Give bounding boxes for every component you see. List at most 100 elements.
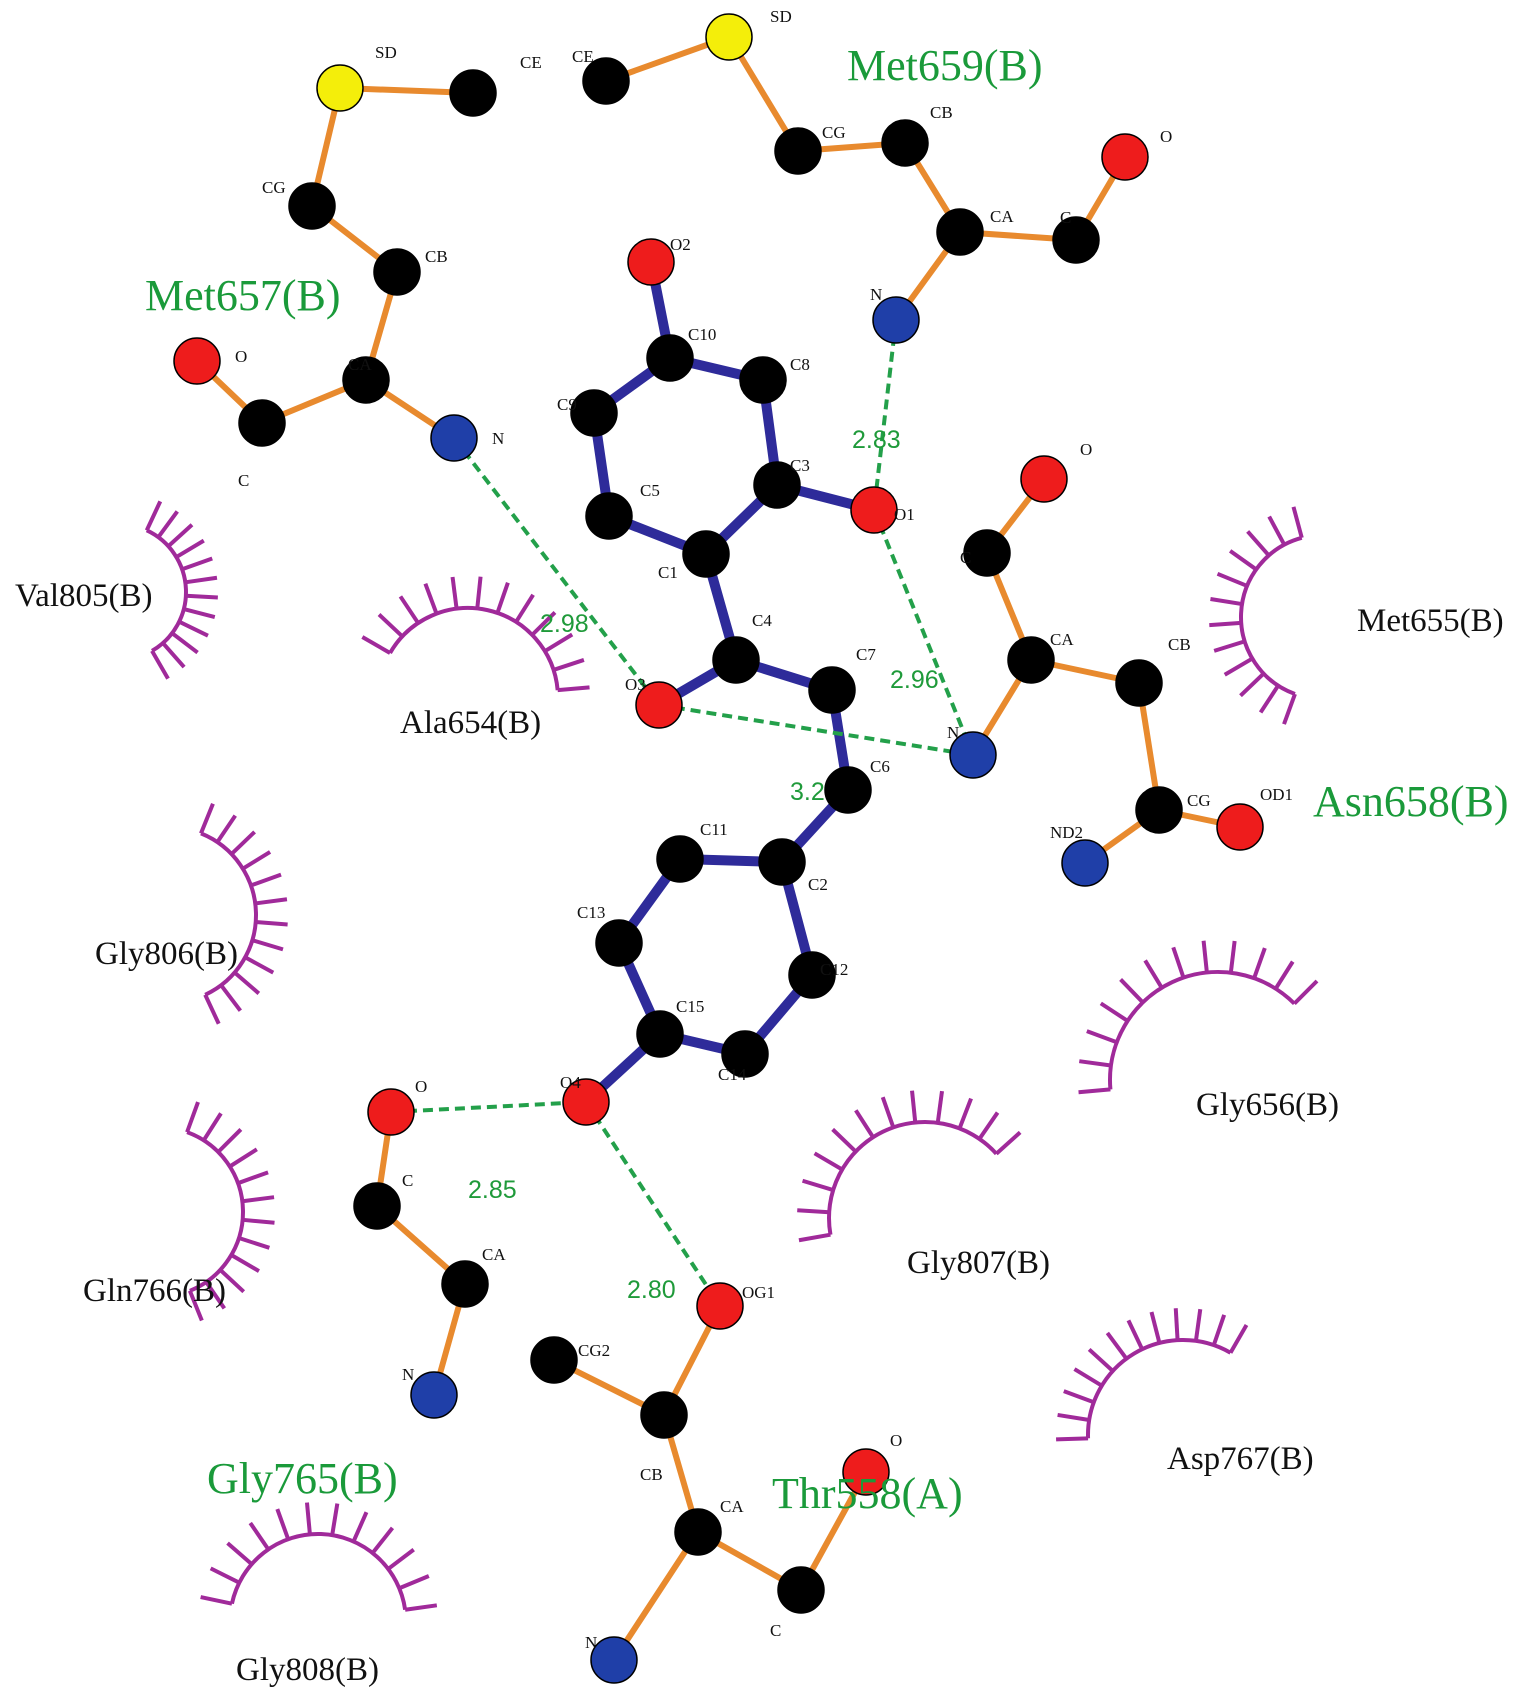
hydrophobic-contacts: Val805(B)Ala654(B)Met655(B)Gly806(B)Gly6… xyxy=(15,500,1504,1688)
hydrophobic-spoke xyxy=(450,576,459,609)
hydrophobic-spoke xyxy=(199,802,215,835)
oxygen-atom xyxy=(696,1282,744,1330)
hydrophobic-spoke xyxy=(530,610,557,637)
hydrophobic-spoke xyxy=(1258,684,1280,714)
hydrophobic-spoke xyxy=(831,1127,858,1153)
hydrophobic-spoke xyxy=(248,1521,270,1551)
hydrophobic-spoke xyxy=(204,1280,226,1310)
carbon-atom xyxy=(441,1260,489,1308)
hydrophobic-arc xyxy=(186,1130,245,1293)
hydrophobic-spoke xyxy=(241,850,272,871)
hydrophobic-spoke xyxy=(1211,1314,1227,1346)
hydrophobic-spoke xyxy=(230,830,256,856)
carbon-atom xyxy=(656,835,704,883)
atom-label-asn658: O xyxy=(1080,440,1092,459)
hydrophobic-spoke xyxy=(185,1101,200,1133)
atom-label-thr558: N xyxy=(585,1633,597,1652)
carbon-atom xyxy=(963,529,1011,577)
hydrophobic-contact-asp767b: Asp767(B) xyxy=(1056,1308,1314,1477)
hydrophobic-spoke xyxy=(1209,620,1242,628)
oxygen-atom xyxy=(627,238,675,286)
atom-label-ligand: C1 xyxy=(658,563,678,582)
residue-label-hydrophobic: Ala654(B) xyxy=(400,705,541,741)
atoms xyxy=(173,13,1264,1684)
atom-label-asn658: CB xyxy=(1168,635,1191,654)
atom-label-ligand: C10 xyxy=(688,325,716,344)
hydrophobic-spoke xyxy=(1201,940,1209,973)
carbon-atom xyxy=(636,1010,684,1058)
atom-label-ligand: O4 xyxy=(560,1073,581,1092)
carbon-atom xyxy=(712,636,760,684)
carbon-atom xyxy=(238,399,286,447)
atom-label-ligand: C11 xyxy=(700,820,728,839)
hbond-distance: 3.2 xyxy=(790,778,825,806)
carbon-atom xyxy=(582,57,630,105)
hydrophobic-contact-ala654b: Ala654(B) xyxy=(361,576,590,741)
hydrophobic-spoke xyxy=(1079,1059,1112,1068)
oxygen-atom xyxy=(367,1088,415,1136)
carbon-atom xyxy=(674,1508,722,1556)
atom-label-met659: CE xyxy=(572,47,594,66)
hbond-distance: 2.85 xyxy=(468,1176,517,1204)
hydrophobic-spoke xyxy=(203,993,221,1025)
hydrophobic-spoke xyxy=(170,631,199,655)
hydrogen-bonds: 2.982.832.963.22.852.80 xyxy=(390,319,975,1308)
atom-label-thr558: OG1 xyxy=(742,1283,775,1302)
oxygen-atom xyxy=(1020,455,1068,503)
hydrophobic-spoke xyxy=(361,635,392,655)
atom-label-thr558: CB xyxy=(640,1465,663,1484)
hydrophobic-spoke xyxy=(185,593,218,600)
hydrophobic-spoke xyxy=(495,582,510,614)
atom-label-met659: C xyxy=(1060,208,1071,227)
hydrophobic-spoke xyxy=(386,1548,415,1571)
atom-label-gly765: C xyxy=(402,1171,413,1190)
hydrophobic-spoke xyxy=(1126,1319,1144,1351)
oxygen-atom xyxy=(173,337,221,385)
hydrophobic-spoke xyxy=(242,1195,275,1204)
residue-label-met657b: Met657(B) xyxy=(145,271,341,320)
hydrophobic-spoke xyxy=(1173,1308,1180,1341)
carbon-atom xyxy=(373,248,421,296)
atom-label-met659: CB xyxy=(930,103,953,122)
hydrophobic-spoke xyxy=(1228,1324,1249,1354)
hydrophobic-spoke xyxy=(1056,1436,1089,1442)
hydrophobic-arc xyxy=(229,1532,408,1611)
carbon-atom xyxy=(936,208,984,256)
carbon-atom xyxy=(530,1336,578,1384)
atom-label-ligand: C2 xyxy=(808,875,828,894)
oxygen-atom xyxy=(842,1448,890,1496)
hydrophobic-spoke xyxy=(552,658,585,672)
hydrophobic-spoke xyxy=(1105,1331,1129,1360)
oxygen-atom xyxy=(1216,803,1264,851)
hydrophobic-spoke xyxy=(275,1508,291,1540)
hydrophobic-spoke xyxy=(250,872,282,888)
hydrophobic-spoke xyxy=(175,538,205,559)
residue-label-gly765b: Gly765(B) xyxy=(207,1454,398,1503)
carbon-atom xyxy=(570,389,618,437)
hbond-distance: 2.96 xyxy=(890,666,939,694)
hydrophobic-spoke xyxy=(813,1151,844,1172)
hydrophobic-spoke xyxy=(183,607,216,620)
hydrophobic-spoke xyxy=(377,613,404,638)
hydrophobic-spoke xyxy=(150,649,170,680)
residue-label-hydrophobic: Val805(B) xyxy=(15,578,152,614)
hydrophobic-spoke xyxy=(237,1170,269,1186)
hydrophobic-spoke xyxy=(1073,1367,1103,1388)
hydrophobic-spoke xyxy=(215,814,237,844)
hydrophobic-spoke xyxy=(156,510,179,539)
carbon-atom xyxy=(342,356,390,404)
atom-label-gly765: CA xyxy=(482,1245,506,1264)
hydrophobic-spoke xyxy=(801,1178,834,1192)
atom-label-gly765: O xyxy=(415,1077,427,1096)
atom-label-met657: CE xyxy=(520,53,542,72)
hydrophobic-contact-gly806b: Gly806(B) xyxy=(95,802,288,1025)
hbond-line xyxy=(584,1100,722,1308)
hydrophobic-spoke xyxy=(957,1097,973,1130)
hydrophobic-spoke xyxy=(1246,530,1271,557)
hydrophobic-spoke xyxy=(187,1290,204,1322)
hydrophobic-spoke xyxy=(166,523,194,548)
hydrophobic-spoke xyxy=(1087,1347,1115,1373)
hydrophobic-spoke xyxy=(977,1111,1000,1141)
oxygen-atom xyxy=(635,681,683,729)
atom-label-ligand: C4 xyxy=(752,611,772,630)
